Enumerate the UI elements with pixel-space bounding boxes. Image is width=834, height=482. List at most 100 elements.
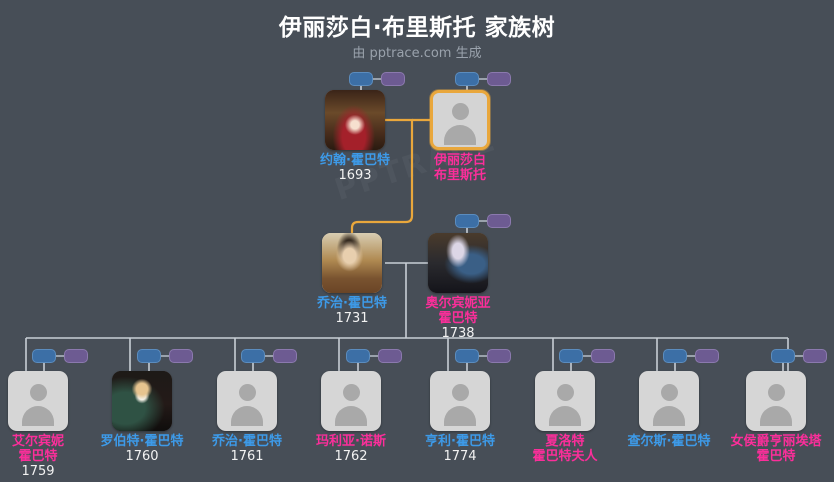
person-name: 伊丽莎白 布里斯托	[433, 153, 486, 183]
badge-connector	[687, 355, 695, 357]
person-name: 乔治·霍巴特	[317, 296, 387, 311]
badge-pill-purple[interactable]	[487, 72, 511, 86]
badge-group-george-hobart-1761[interactable]	[241, 349, 297, 363]
person-name: 约翰·霍巴特	[320, 153, 390, 168]
person-name: 罗伯特·霍巴特	[100, 434, 184, 449]
person-birth-year: 1774	[443, 449, 477, 464]
badge-pill-purple[interactable]	[803, 349, 827, 363]
person-node-henrietta-hobart[interactable]: 女侯爵亨丽埃塔 霍巴特	[716, 371, 834, 464]
portrait-image	[112, 371, 172, 431]
person-card[interactable]	[8, 371, 68, 431]
badge-pill-blue[interactable]	[455, 72, 479, 86]
badge-group-henrietta-hobart[interactable]	[771, 349, 827, 363]
badge-group-maria-north[interactable]	[346, 349, 402, 363]
badge-pill-purple[interactable]	[695, 349, 719, 363]
person-card[interactable]	[535, 371, 595, 431]
badge-group-charlotte-hobart[interactable]	[559, 349, 615, 363]
avatar-placeholder-body-icon	[444, 125, 476, 145]
avatar-placeholder-body-icon	[653, 406, 685, 426]
badge-pill-purple[interactable]	[378, 349, 402, 363]
person-birth-year: 1731	[335, 311, 369, 326]
badge-group-charles-hobart[interactable]	[663, 349, 719, 363]
person-card[interactable]	[325, 90, 385, 150]
avatar-placeholder-icon	[29, 384, 47, 401]
badge-pill-purple[interactable]	[487, 214, 511, 228]
person-birth-year: 1738	[441, 326, 475, 341]
header: 伊丽莎白·布里斯托 家族树 由 pptrace.com 生成	[0, 14, 834, 64]
badge-group-robert-hobart[interactable]	[137, 349, 193, 363]
avatar-placeholder-icon	[556, 384, 574, 401]
badge-pill-blue[interactable]	[455, 214, 479, 228]
person-name: 夏洛特 霍巴特夫人	[532, 434, 598, 464]
badge-pill-blue[interactable]	[346, 349, 370, 363]
avatar-placeholder-body-icon	[549, 406, 581, 426]
avatar-placeholder-body-icon	[335, 406, 367, 426]
person-name: 亨利·霍巴特	[425, 434, 495, 449]
badge-group-henry-hobart[interactable]	[455, 349, 511, 363]
badge-pill-blue[interactable]	[455, 349, 479, 363]
person-birth-year: 1762	[334, 449, 368, 464]
page-title: 伊丽莎白·布里斯托 家族树	[278, 15, 556, 41]
person-name: 查尔斯·霍巴特	[627, 434, 711, 449]
badge-connector	[479, 220, 487, 222]
person-node-charlotte-hobart[interactable]: 夏洛特 霍巴特夫人	[505, 371, 625, 464]
person-card[interactable]	[428, 233, 488, 293]
badge-connector	[583, 355, 591, 357]
person-node-charles-hobart[interactable]: 查尔斯·霍巴特	[609, 371, 729, 449]
badge-pill-purple[interactable]	[381, 72, 405, 86]
avatar-placeholder-body-icon	[22, 406, 54, 426]
badge-pill-blue[interactable]	[241, 349, 265, 363]
person-labels: 伊丽莎白 布里斯托	[400, 153, 520, 183]
person-node-elizabeth-bristol[interactable]: 伊丽莎白 布里斯托	[400, 90, 520, 183]
badge-group-albinia-hobart[interactable]	[455, 214, 511, 228]
person-labels: 夏洛特 霍巴特夫人	[505, 434, 625, 464]
badge-pill-purple[interactable]	[273, 349, 297, 363]
person-card-highlighted[interactable]	[430, 90, 490, 150]
portrait-image	[428, 233, 488, 293]
person-card[interactable]	[746, 371, 806, 431]
badge-pill-purple[interactable]	[169, 349, 193, 363]
badge-connector	[161, 355, 169, 357]
badge-pill-blue[interactable]	[32, 349, 56, 363]
person-card[interactable]	[321, 371, 381, 431]
badge-pill-purple[interactable]	[487, 349, 511, 363]
avatar-placeholder-body-icon	[760, 406, 792, 426]
person-card[interactable]	[639, 371, 699, 431]
badge-pill-blue[interactable]	[771, 349, 795, 363]
badge-group-albinia-hobart-1759[interactable]	[32, 349, 88, 363]
badge-connector	[479, 355, 487, 357]
badge-group-elizabeth-bristol[interactable]	[455, 72, 511, 86]
badge-pill-blue[interactable]	[349, 72, 373, 86]
badge-group-john-hobart[interactable]	[349, 72, 405, 86]
person-card[interactable]	[217, 371, 277, 431]
portrait-image	[325, 90, 385, 150]
badge-pill-blue[interactable]	[137, 349, 161, 363]
person-card[interactable]	[430, 371, 490, 431]
badge-pill-blue[interactable]	[559, 349, 583, 363]
badge-pill-purple[interactable]	[64, 349, 88, 363]
person-birth-year: 1760	[125, 449, 159, 464]
person-card[interactable]	[112, 371, 172, 431]
badge-pill-purple[interactable]	[591, 349, 615, 363]
badge-pill-blue[interactable]	[663, 349, 687, 363]
badge-connector	[265, 355, 273, 357]
person-name: 玛利亚·诺斯	[316, 434, 386, 449]
badge-connector	[56, 355, 64, 357]
person-card[interactable]	[322, 233, 382, 293]
avatar-placeholder-icon	[451, 384, 469, 401]
